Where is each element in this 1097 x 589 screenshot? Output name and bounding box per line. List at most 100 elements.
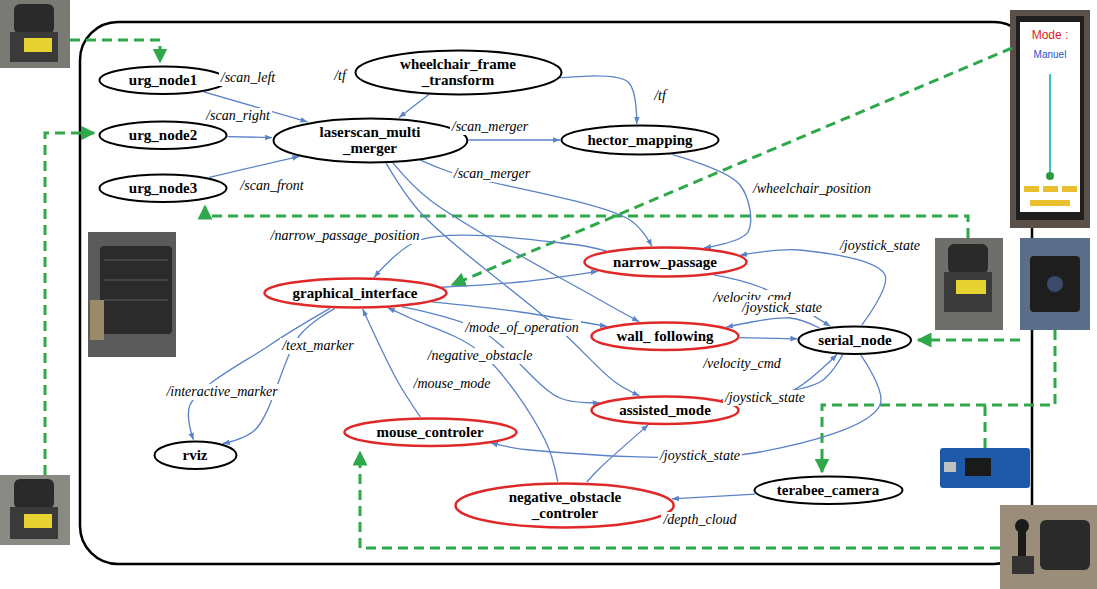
- screen-button: [1030, 200, 1070, 206]
- topic-connector: [559, 76, 637, 124]
- screen-button: [1024, 186, 1039, 192]
- arduino-photo: [940, 448, 1030, 488]
- node-name: graphical_interface: [293, 285, 418, 302]
- ros-node: graphical_interface: [263, 277, 448, 309]
- topic-name: /tf: [332, 68, 348, 83]
- lidar-label: [24, 38, 52, 52]
- topic-connector: [223, 309, 335, 444]
- topic-connector: [386, 163, 639, 395]
- node-name: negative_obstacle _controler: [485, 489, 645, 522]
- node-name: serial_node: [818, 332, 891, 349]
- ros-node: mouse_controler: [343, 417, 518, 448]
- node-name: mouse_controler: [376, 424, 483, 441]
- topic-name: /joystick_state: [838, 238, 922, 253]
- topic-name: /scan_right: [204, 108, 272, 123]
- lidar-photo: [0, 0, 70, 68]
- ros-node: terabee_camera: [753, 475, 904, 506]
- topic-name: /wheelchair_position: [751, 181, 873, 196]
- node-name: urg_node2: [129, 127, 197, 144]
- node-ellipse: [754, 476, 902, 504]
- node-ellipse: [273, 118, 467, 162]
- node-name: terabee_camera: [777, 482, 879, 499]
- node-ellipse: [100, 174, 227, 202]
- lidar-label: [956, 280, 986, 294]
- topic-name: /joystick_state: [740, 300, 824, 315]
- photo-ground: [1000, 505, 1097, 589]
- topic-name: /joystick_state: [658, 448, 742, 463]
- node-ellipse: [355, 50, 561, 94]
- hardware-link: [70, 40, 160, 62]
- chip: [965, 458, 991, 476]
- joystick-base: [1012, 556, 1034, 574]
- node-ellipse: [592, 396, 739, 424]
- hardware-link: [984, 405, 987, 448]
- topic-connector: [468, 139, 560, 140]
- computer-photo: [88, 232, 176, 357]
- topic-name: /joystick_state: [723, 390, 807, 405]
- hardware-link: [360, 452, 1000, 548]
- topic-connector: [740, 250, 886, 325]
- topic-connector: [209, 156, 299, 177]
- camera-photo: [1020, 238, 1090, 330]
- node-ellipse: [344, 418, 516, 446]
- case-groove: [104, 279, 168, 281]
- topic-name: /tf: [652, 88, 668, 103]
- control-panel: [1040, 520, 1090, 570]
- camera-lens: [1047, 276, 1063, 292]
- joystick-knob: [1015, 519, 1029, 533]
- topic-name: /mode_of_operation: [463, 320, 581, 335]
- node-name: narrow_passage: [613, 254, 717, 271]
- topic-name: /negative_obstacle: [426, 348, 535, 363]
- photo-ground: [935, 238, 1003, 330]
- camera-body: [1030, 256, 1080, 312]
- topic-connector: [188, 308, 329, 439]
- lidar-head: [14, 479, 54, 509]
- lidar-label: [24, 514, 52, 528]
- ros-node: wall_ following: [590, 321, 740, 352]
- node-name: assisted_mode: [619, 402, 711, 419]
- node-name: wall_ following: [616, 328, 713, 345]
- topic-connector: [363, 309, 421, 417]
- lidar-head: [14, 4, 54, 34]
- node-name: wheelchair_frame _transform: [383, 56, 533, 89]
- topic-name: /depth_cloud: [661, 512, 738, 527]
- topic-name: /text_marker: [280, 338, 356, 353]
- topic-connector: [420, 160, 651, 246]
- joystick-indicator: [1049, 74, 1051, 172]
- topic-name: /interactive_marker: [164, 384, 279, 399]
- screen-text: Mode :: [1032, 29, 1069, 42]
- ros-node: serial_node: [797, 325, 912, 356]
- topic-name: /scan_merger: [450, 119, 530, 134]
- node-ellipse: [264, 279, 446, 308]
- topic-name: /scan_merger: [452, 166, 532, 181]
- photo-ground: [88, 232, 176, 357]
- case-groove: [104, 259, 168, 261]
- hardware-link: [918, 339, 1020, 342]
- topic-connector: [726, 318, 819, 328]
- topic-connector: [672, 494, 756, 499]
- screen-button: [1062, 186, 1077, 192]
- tablet-photo: [1010, 10, 1090, 228]
- board: [940, 448, 1030, 488]
- ros-node: negative_obstacle _controler: [454, 482, 675, 529]
- node-ellipse: [799, 326, 911, 354]
- node-ellipse: [154, 441, 236, 469]
- ros-node: urg_node2: [98, 120, 228, 151]
- lidar-photo: [0, 475, 70, 545]
- ros-node: rviz: [153, 440, 238, 471]
- ros-node: wheelchair_frame _transform: [354, 49, 563, 96]
- photo-ground: [0, 475, 70, 545]
- topic-connector: [740, 338, 798, 339]
- photo-ground: [0, 0, 70, 68]
- photo-ground: [1010, 10, 1090, 228]
- node-name: urg_node3: [129, 180, 197, 197]
- node-name: hector_mapping: [588, 132, 693, 149]
- wheelchair-icon: [1046, 172, 1054, 180]
- node-ellipse: [456, 483, 674, 527]
- lidar-body: [10, 507, 58, 539]
- node-name: laserscan_multi _merger: [300, 124, 440, 157]
- node-ellipse: [584, 248, 746, 277]
- topic-connector: [587, 425, 649, 482]
- hardware-links: [45, 40, 1055, 548]
